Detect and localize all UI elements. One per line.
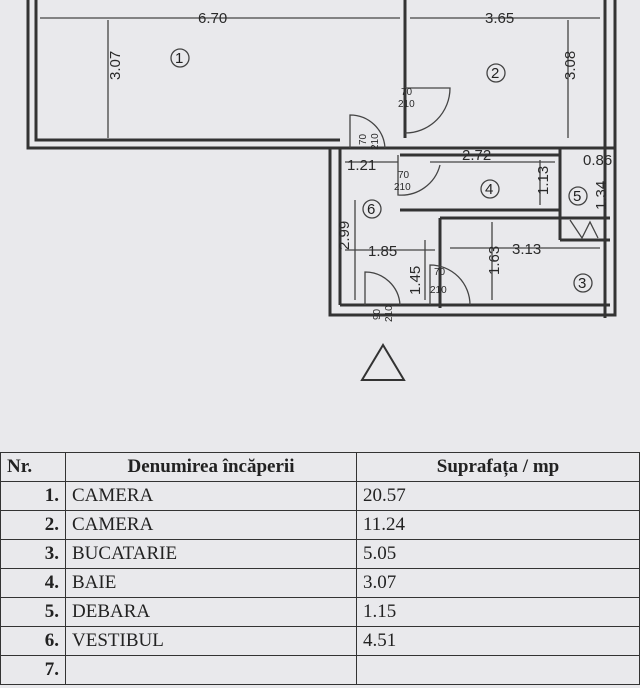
svg-text:1.21: 1.21 <box>347 157 376 174</box>
svg-text:210: 210 <box>398 99 415 110</box>
svg-text:6: 6 <box>367 201 375 218</box>
table-header-row: Nr. Denumirea încăperii Suprafața / mp <box>0 452 640 482</box>
table-row: 3. BUCATARIE 5.05 <box>0 539 640 569</box>
dimension-labels: 6.70 3.65 3.07 3.08 1.21 2.72 1.13 0.86 … <box>107 10 612 322</box>
table-row: 7. <box>0 655 640 685</box>
row-name: VESTIBUL <box>65 626 357 656</box>
svg-text:2.99: 2.99 <box>336 221 353 250</box>
svg-text:1.34: 1.34 <box>593 181 610 210</box>
table-row: 4. BAIE 3.07 <box>0 568 640 598</box>
svg-text:3.07: 3.07 <box>107 51 124 80</box>
row-area: 11.24 <box>356 510 640 540</box>
row-nr: 7. <box>0 655 66 685</box>
row-area: 5.05 <box>356 539 640 569</box>
table-row: 6. VESTIBUL 4.51 <box>0 626 640 656</box>
table-row: 2. CAMERA 11.24 <box>0 510 640 540</box>
svg-text:5: 5 <box>573 188 581 205</box>
svg-text:210: 210 <box>384 305 395 322</box>
floor-plan: 1 2 3 4 5 6 6.70 3.65 3.07 3.08 1.21 2.7… <box>26 0 617 381</box>
svg-text:6.70: 6.70 <box>198 10 227 27</box>
svg-text:1.63: 1.63 <box>486 246 503 275</box>
svg-text:210: 210 <box>370 133 381 150</box>
svg-text:2.72: 2.72 <box>462 147 491 164</box>
row-nr: 4. <box>0 568 66 598</box>
row-name: BAIE <box>65 568 357 598</box>
row-nr: 2. <box>0 510 66 540</box>
row-name: BUCATARIE <box>65 539 357 569</box>
svg-text:2: 2 <box>491 65 499 82</box>
svg-text:1.45: 1.45 <box>407 266 424 295</box>
row-nr: 3. <box>0 539 66 569</box>
row-area: 1.15 <box>356 597 640 627</box>
row-area: 3.07 <box>356 568 640 598</box>
svg-text:70: 70 <box>401 87 413 98</box>
north-arrow-icon <box>360 343 406 381</box>
svg-text:3.13: 3.13 <box>512 241 541 258</box>
row-nr: 5. <box>0 597 66 627</box>
svg-text:1: 1 <box>175 50 183 67</box>
dimension-lines <box>40 17 600 300</box>
row-area <box>356 655 640 685</box>
svg-text:210: 210 <box>430 285 447 296</box>
header-name: Denumirea încăperii <box>65 452 357 482</box>
row-nr: 6. <box>0 626 66 656</box>
row-nr: 1. <box>0 481 66 511</box>
room-table: Nr. Denumirea încăperii Suprafața / mp 1… <box>0 452 640 685</box>
svg-text:90: 90 <box>372 308 383 320</box>
table-row: 5. DEBARA 1.15 <box>0 597 640 627</box>
header-nr: Nr. <box>0 452 66 482</box>
svg-text:4: 4 <box>485 181 493 198</box>
svg-text:70: 70 <box>358 133 369 145</box>
walls <box>26 0 617 318</box>
row-area: 20.57 <box>356 481 640 511</box>
header-area: Suprafața / mp <box>356 452 640 482</box>
svg-text:3.65: 3.65 <box>485 10 514 27</box>
row-name: CAMERA <box>65 510 357 540</box>
row-name: CAMERA <box>65 481 357 511</box>
svg-text:3.08: 3.08 <box>562 51 579 80</box>
doors <box>349 87 599 306</box>
room-labels: 1 2 3 4 5 6 <box>170 48 593 293</box>
svg-text:3: 3 <box>578 275 586 292</box>
svg-text:210: 210 <box>394 182 411 193</box>
svg-text:0.86: 0.86 <box>583 152 612 169</box>
svg-text:1.85: 1.85 <box>368 243 397 260</box>
row-area: 4.51 <box>356 626 640 656</box>
svg-text:70: 70 <box>434 267 446 278</box>
table-row: 1. CAMERA 20.57 <box>0 481 640 511</box>
svg-text:1.13: 1.13 <box>535 166 552 195</box>
svg-text:70: 70 <box>398 170 410 181</box>
row-name <box>65 655 357 685</box>
row-name: DEBARA <box>65 597 357 627</box>
